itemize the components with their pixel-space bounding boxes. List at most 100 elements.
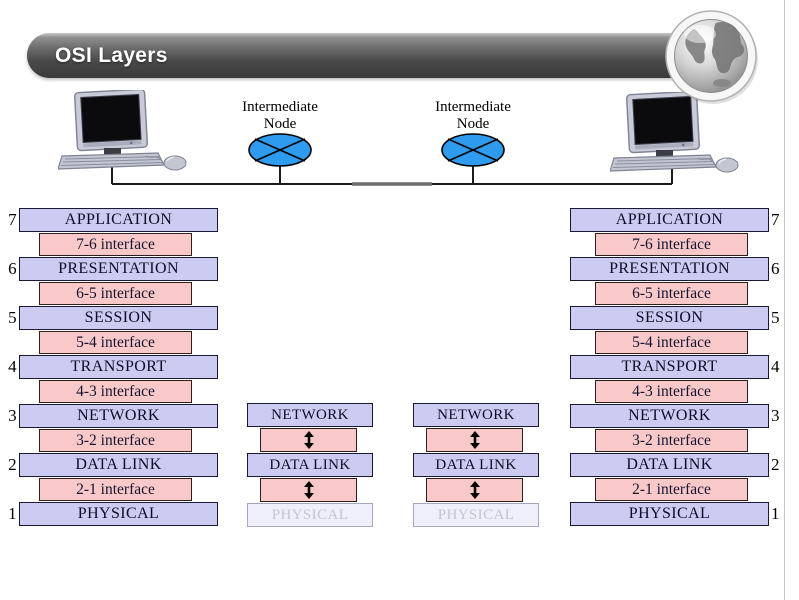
page-right-border xyxy=(784,0,785,600)
layer-number: 1 xyxy=(8,504,17,523)
intermediate-node-label-1: Intermediate Node xyxy=(215,99,345,133)
double-arrow-icon xyxy=(303,481,314,499)
osi-stack-right: 7 APPLICATION 7-6 interface 6 PRESENTATI… xyxy=(570,208,780,527)
layer-box-application: 7 APPLICATION xyxy=(8,208,218,232)
interface-box: 3-2 interface xyxy=(595,429,748,452)
layer-label: PHYSICAL xyxy=(77,505,160,522)
layer-label: TRANSPORT xyxy=(621,358,718,375)
layer-box-physical: 1 PHYSICAL xyxy=(570,502,780,526)
layer-label: DATA LINK xyxy=(269,456,351,473)
layer-label: TRANSPORT xyxy=(70,358,167,375)
layer-label: PRESENTATION xyxy=(609,260,730,277)
layer-label: SESSION xyxy=(635,309,704,326)
layer-number: 7 xyxy=(771,210,780,229)
intermediate-node-icon-2 xyxy=(441,133,505,167)
layer-number: 3 xyxy=(8,406,17,425)
node-label-line1: Intermediate xyxy=(435,99,511,115)
interface-label: 2-1 interface xyxy=(76,480,155,498)
interface-label: 4-3 interface xyxy=(632,382,711,400)
layer-box-transport: 4 TRANSPORT xyxy=(570,355,780,379)
interface-label: 3-2 interface xyxy=(632,431,711,449)
interface-box: 5-4 interface xyxy=(39,331,192,354)
layer-number: 6 xyxy=(8,259,17,278)
interface-box xyxy=(260,428,357,452)
interface-label: 2-1 interface xyxy=(632,480,711,498)
interface-label: 7-6 interface xyxy=(632,235,711,253)
layer-label: DATA LINK xyxy=(75,456,162,473)
layer-number: 1 xyxy=(771,504,780,523)
layer-label: NETWORK xyxy=(271,406,349,423)
interface-box: 5-4 interface xyxy=(595,331,748,354)
node-label-line2: Node xyxy=(263,116,297,132)
layer-label: NETWORK xyxy=(437,406,515,423)
computer-icon-right xyxy=(610,92,739,173)
interface-box xyxy=(426,478,523,502)
layer-box-presentation: 6 PRESENTATION xyxy=(8,257,218,281)
layer-label: PHYSICAL xyxy=(437,506,515,523)
layer-number: 3 xyxy=(771,406,780,425)
layer-number: 2 xyxy=(8,455,17,474)
layer-box-datalink: DATA LINK xyxy=(413,453,539,477)
layer-label: DATA LINK xyxy=(435,456,517,473)
globe-icon xyxy=(665,10,758,104)
intermediate-node-icon-1 xyxy=(248,133,312,167)
layer-label: PHYSICAL xyxy=(628,505,711,522)
interface-label: 6-5 interface xyxy=(632,284,711,302)
interface-label: 4-3 interface xyxy=(76,382,155,400)
layer-number: 5 xyxy=(8,308,17,327)
node-label-line2: Node xyxy=(456,116,490,132)
layer-box-transport: 4 TRANSPORT xyxy=(8,355,218,379)
interface-box: 2-1 interface xyxy=(39,478,192,501)
interface-box xyxy=(260,478,357,502)
intermediate-stack-2: NETWORK DATA LINK PHYSICAL xyxy=(413,403,539,528)
interface-box: 6-5 interface xyxy=(39,282,192,305)
layer-box-network: 3 NETWORK xyxy=(570,404,780,428)
interface-label: 5-4 interface xyxy=(632,333,711,351)
interface-box: 7-6 interface xyxy=(39,233,192,256)
intermediate-stack-1: NETWORK DATA LINK PHYSICAL xyxy=(247,403,373,528)
interface-box: 3-2 interface xyxy=(39,429,192,452)
layer-box-network: 3 NETWORK xyxy=(8,404,218,428)
layer-number: 4 xyxy=(771,357,780,376)
computer-icon-left xyxy=(58,90,187,171)
osi-stack-left: 7 APPLICATION 7-6 interface 6 PRESENTATI… xyxy=(8,208,218,527)
interface-label: 6-5 interface xyxy=(76,284,155,302)
layer-box-physical-faded: PHYSICAL xyxy=(413,503,539,527)
layer-label: APPLICATION xyxy=(64,211,173,228)
double-arrow-icon xyxy=(469,481,480,499)
layer-label: PHYSICAL xyxy=(271,506,349,523)
layer-label: SESSION xyxy=(84,309,153,326)
layer-number: 4 xyxy=(8,357,17,376)
layer-label: NETWORK xyxy=(77,407,160,424)
interface-label: 5-4 interface xyxy=(76,333,155,351)
layer-box-presentation: 6 PRESENTATION xyxy=(570,257,780,281)
layer-box-network: NETWORK xyxy=(413,403,539,427)
interface-box: 4-3 interface xyxy=(595,380,748,403)
layer-box-session: 5 SESSION xyxy=(8,306,218,330)
layer-box-datalink: 2 DATA LINK xyxy=(570,453,780,477)
layer-label: APPLICATION xyxy=(615,211,724,228)
layer-box-datalink: 2 DATA LINK xyxy=(8,453,218,477)
layer-number: 5 xyxy=(771,308,780,327)
layer-label: DATA LINK xyxy=(626,456,713,473)
interface-box: 4-3 interface xyxy=(39,380,192,403)
layer-box-network: NETWORK xyxy=(247,403,373,427)
interface-box: 2-1 interface xyxy=(595,478,748,501)
page-title: OSI Layers xyxy=(55,43,168,67)
layer-number: 6 xyxy=(771,259,780,278)
interface-box xyxy=(426,428,523,452)
intermediate-node-label-2: Intermediate Node xyxy=(408,99,538,133)
layer-label: NETWORK xyxy=(628,407,711,424)
layer-box-physical: 1 PHYSICAL xyxy=(8,502,218,526)
double-arrow-icon xyxy=(303,431,314,449)
node-label-line1: Intermediate xyxy=(242,99,318,115)
interface-label: 3-2 interface xyxy=(76,431,155,449)
layer-number: 7 xyxy=(8,210,17,229)
interface-label: 7-6 interface xyxy=(76,235,155,253)
layer-label: PRESENTATION xyxy=(58,260,179,277)
layer-box-physical-faded: PHYSICAL xyxy=(247,503,373,527)
double-arrow-icon xyxy=(469,431,480,449)
interface-box: 7-6 interface xyxy=(595,233,748,256)
